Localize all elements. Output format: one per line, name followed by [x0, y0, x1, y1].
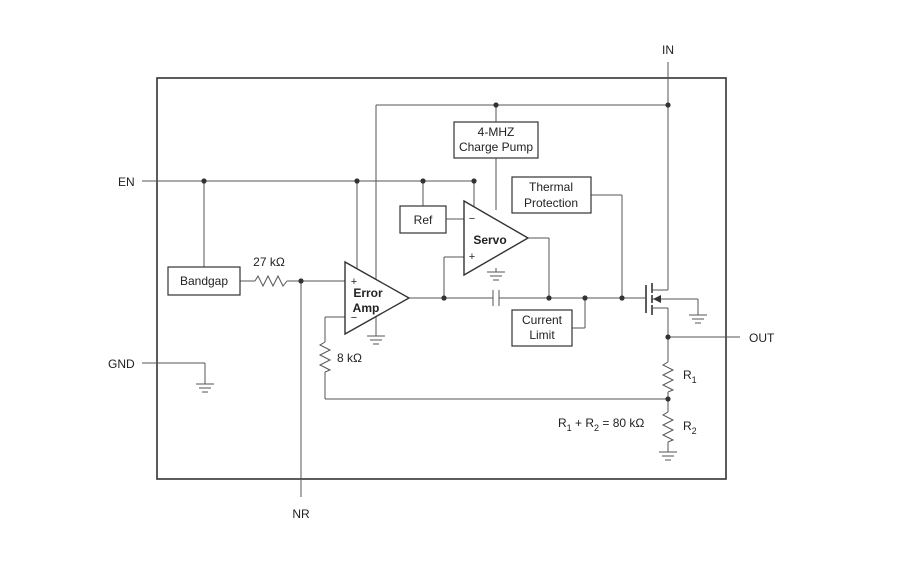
resistor-r1: [661, 361, 675, 393]
capacitor: [492, 290, 500, 306]
ground-symbol-fet: [689, 314, 707, 324]
thermal-protection-block: Thermal Protection: [511, 176, 592, 214]
resistor-8k-label: 8 kΩ: [337, 351, 362, 365]
pin-en-label: EN: [118, 175, 135, 189]
resistor-27k-label: 27 kΩ: [253, 255, 285, 269]
resistor-8k: [318, 341, 332, 373]
pin-gnd-label: GND: [108, 357, 135, 371]
charge-pump-label-2: Charge Pump: [459, 140, 533, 154]
ref-label: Ref: [414, 213, 433, 227]
resistor-r2: [661, 411, 675, 443]
ground-symbol-gnd-pin: [196, 383, 214, 393]
ground-symbol-servo: [487, 271, 505, 281]
error-amp-plus-sign: +: [351, 276, 357, 288]
error-amp-label-1: Error: [353, 286, 383, 300]
ic-boundary: [156, 77, 727, 480]
thermal-label-1: Thermal: [529, 180, 573, 194]
bandgap-label: Bandgap: [180, 274, 228, 288]
error-amplifier: + − Error Amp: [344, 260, 411, 336]
servo-minus-sign: −: [469, 213, 475, 225]
divider-sum-label: R1 + R2 = 80 kΩ: [558, 416, 644, 433]
servo-plus-sign: +: [469, 251, 475, 263]
current-limit-block: Current Limit: [511, 309, 573, 347]
pin-out-label: OUT: [749, 331, 775, 345]
charge-pump-label-1: 4-MHZ: [478, 125, 515, 139]
ref-block: Ref: [399, 205, 447, 234]
bandgap-block: Bandgap: [167, 266, 241, 296]
current-limit-label-2: Limit: [529, 328, 555, 342]
error-amp-minus-sign: −: [351, 312, 357, 324]
pin-in-label: IN: [662, 43, 674, 57]
servo-amplifier: − + Servo: [463, 199, 530, 277]
ground-symbol-error-amp: [367, 335, 385, 345]
pass-fet: [645, 283, 661, 315]
charge-pump-block: 4-MHZ Charge Pump: [453, 121, 539, 159]
resistor-27k: [254, 274, 288, 288]
servo-label: Servo: [473, 233, 506, 247]
ground-symbol-divider: [659, 451, 677, 461]
resistor-r1-label: R1: [683, 368, 697, 385]
junction-dots: [201, 102, 671, 402]
current-limit-label-1: Current: [522, 313, 563, 327]
thermal-label-2: Protection: [524, 196, 578, 210]
error-amp-label-2: Amp: [353, 301, 380, 315]
resistor-r2-label: R2: [683, 419, 697, 436]
pin-nr-label: NR: [292, 507, 310, 521]
